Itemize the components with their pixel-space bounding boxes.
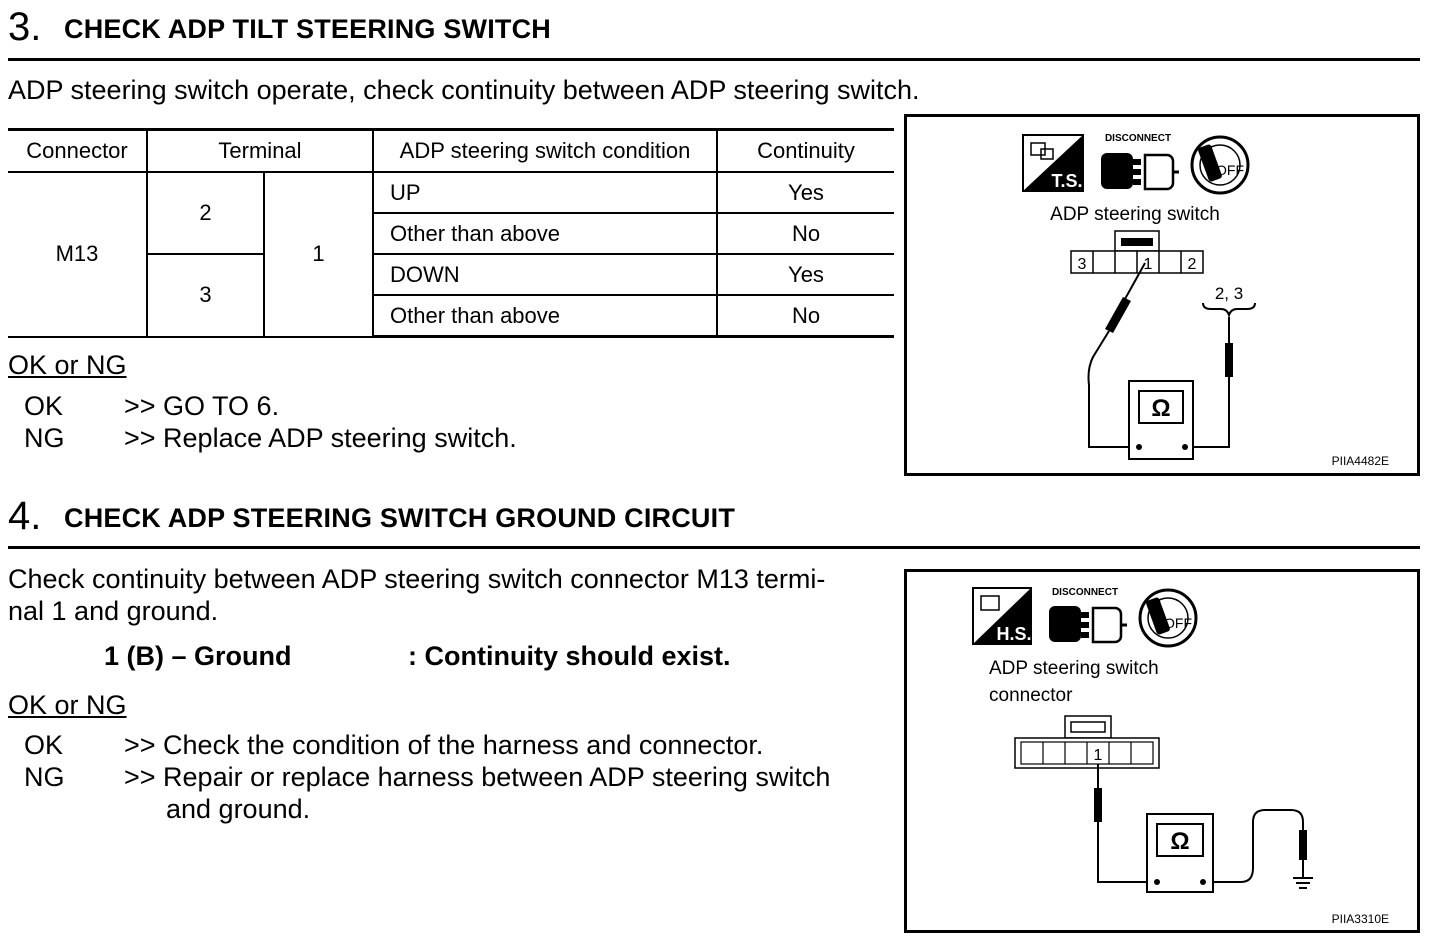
step4-figure: H.S. DISCONNECT OFF ADP steering switch … — [904, 569, 1420, 933]
probe-brace — [1202, 302, 1256, 319]
terminal-b-cell: 1 — [263, 171, 374, 338]
step4-title: CHECK ADP STEERING SWITCH GROUND CIRCUIT — [64, 503, 736, 533]
disconnect-label: DISCONNECT — [1052, 587, 1118, 598]
connector-cell: M13 — [8, 171, 148, 338]
ohmmeter-icon: Ω — [1128, 380, 1194, 460]
step4-spec-left: 1 (B) – Ground — [104, 641, 292, 671]
step4-ok-label: OK — [24, 730, 64, 760]
step3-ng-label: NG — [24, 423, 65, 453]
step4-number: 4. — [8, 494, 42, 538]
ignition-off-icon: OFF — [1138, 588, 1198, 648]
step4-spec-right: : Continuity should exist. — [408, 641, 731, 671]
hs-mode-icon: H.S. — [972, 587, 1032, 645]
connector-face: 3 1 2 — [1070, 230, 1204, 274]
header-connector: Connector — [8, 128, 148, 173]
figure-code: PIIA3310E — [1332, 912, 1389, 926]
off-label: OFF — [1216, 162, 1244, 178]
step3-figure: T.S. DISCONNECT OFF ADP steering switch — [904, 114, 1420, 476]
table-row: 3 DOWN Yes — [8, 253, 894, 338]
step4-instruction-line2: nal 1 and ground. — [8, 596, 219, 626]
probe-left — [1087, 262, 1146, 448]
continuity-cell: Yes — [716, 253, 894, 296]
disconnect-icon: DISCONNECT — [1049, 587, 1127, 644]
step4-ng-text: >> Repair or replace harness between ADP… — [124, 762, 831, 792]
ignition-off-icon: OFF — [1190, 135, 1250, 195]
pin-label: 1 — [1144, 256, 1153, 273]
figure-label: ADP steering switch — [1050, 204, 1220, 225]
condition-cell: DOWN — [372, 253, 718, 296]
condition-cell: Other than above — [373, 294, 718, 338]
table-row: M13 2 1 UP Yes — [8, 171, 894, 338]
probe-label: 2, 3 — [1215, 284, 1243, 303]
step3-rule — [8, 58, 1420, 61]
step4-ok-text: >> Check the condition of the harness an… — [124, 730, 764, 760]
table-row: Other than above No — [8, 212, 894, 255]
condition-cell: Other than above — [373, 212, 718, 255]
ohm-symbol: Ω — [1151, 395, 1170, 422]
table-header-row: Connector Terminal ADP steering switch c… — [8, 128, 894, 173]
continuity-cell: No — [716, 294, 894, 338]
ts-mode-icon: T.S. — [1022, 134, 1084, 192]
disconnect-label: DISCONNECT — [1105, 133, 1171, 144]
ts-mode-label: T.S. — [1051, 171, 1082, 191]
header-condition: ADP steering switch condition — [372, 128, 718, 173]
step3-number: 3. — [8, 5, 42, 49]
header-terminal: Terminal — [146, 128, 374, 173]
probe-ground — [1203, 809, 1307, 883]
step4-instruction-line1: Check continuity between ADP steering sw… — [8, 564, 826, 594]
step4-rule — [8, 546, 1420, 549]
step3-ok-text: >> GO TO 6. — [124, 391, 280, 421]
figure-code: PIIA4482E — [1332, 454, 1389, 468]
step4-ok-ng-heading: OK or NG — [8, 690, 127, 720]
ohmmeter-icon: Ω — [1146, 813, 1214, 893]
terminal-a-cell: 3 — [147, 253, 265, 338]
ohm-symbol: Ω — [1170, 828, 1189, 855]
probe-right — [1185, 317, 1233, 448]
table-row: Other than above No — [8, 294, 894, 338]
figure-label-line1: ADP steering switch — [989, 658, 1159, 679]
step3-ok-label: OK — [24, 391, 64, 421]
ground-icon — [1293, 877, 1313, 889]
figure-label-line2: connector — [989, 685, 1073, 706]
connector-face: 1 — [1014, 715, 1160, 769]
continuity-cell: No — [716, 212, 894, 255]
step3-ok-ng-heading: OK or NG — [8, 350, 127, 380]
condition-cell: UP — [372, 171, 718, 214]
terminal-a-cell: 2 — [146, 171, 265, 255]
step3-instruction: ADP steering switch operate, check conti… — [8, 75, 920, 105]
pin-label: 3 — [1078, 256, 1087, 273]
step4-ng-text-cont: and ground. — [166, 794, 311, 824]
hs-mode-label: H.S. — [996, 624, 1031, 644]
step3-ng-text: >> Replace ADP steering switch. — [124, 423, 517, 453]
off-label: OFF — [1164, 615, 1192, 631]
step3-title: CHECK ADP TILT STEERING SWITCH — [64, 14, 552, 44]
probe-left — [1094, 764, 1157, 883]
step4-ng-label: NG — [24, 762, 65, 792]
continuity-table: Connector Terminal ADP steering switch c… — [8, 128, 894, 338]
pin-label: 2 — [1188, 256, 1197, 273]
disconnect-icon: DISCONNECT — [1101, 133, 1179, 191]
pin-label: 1 — [1094, 747, 1103, 764]
continuity-cell: Yes — [716, 171, 894, 214]
header-continuity: Continuity — [716, 128, 894, 173]
